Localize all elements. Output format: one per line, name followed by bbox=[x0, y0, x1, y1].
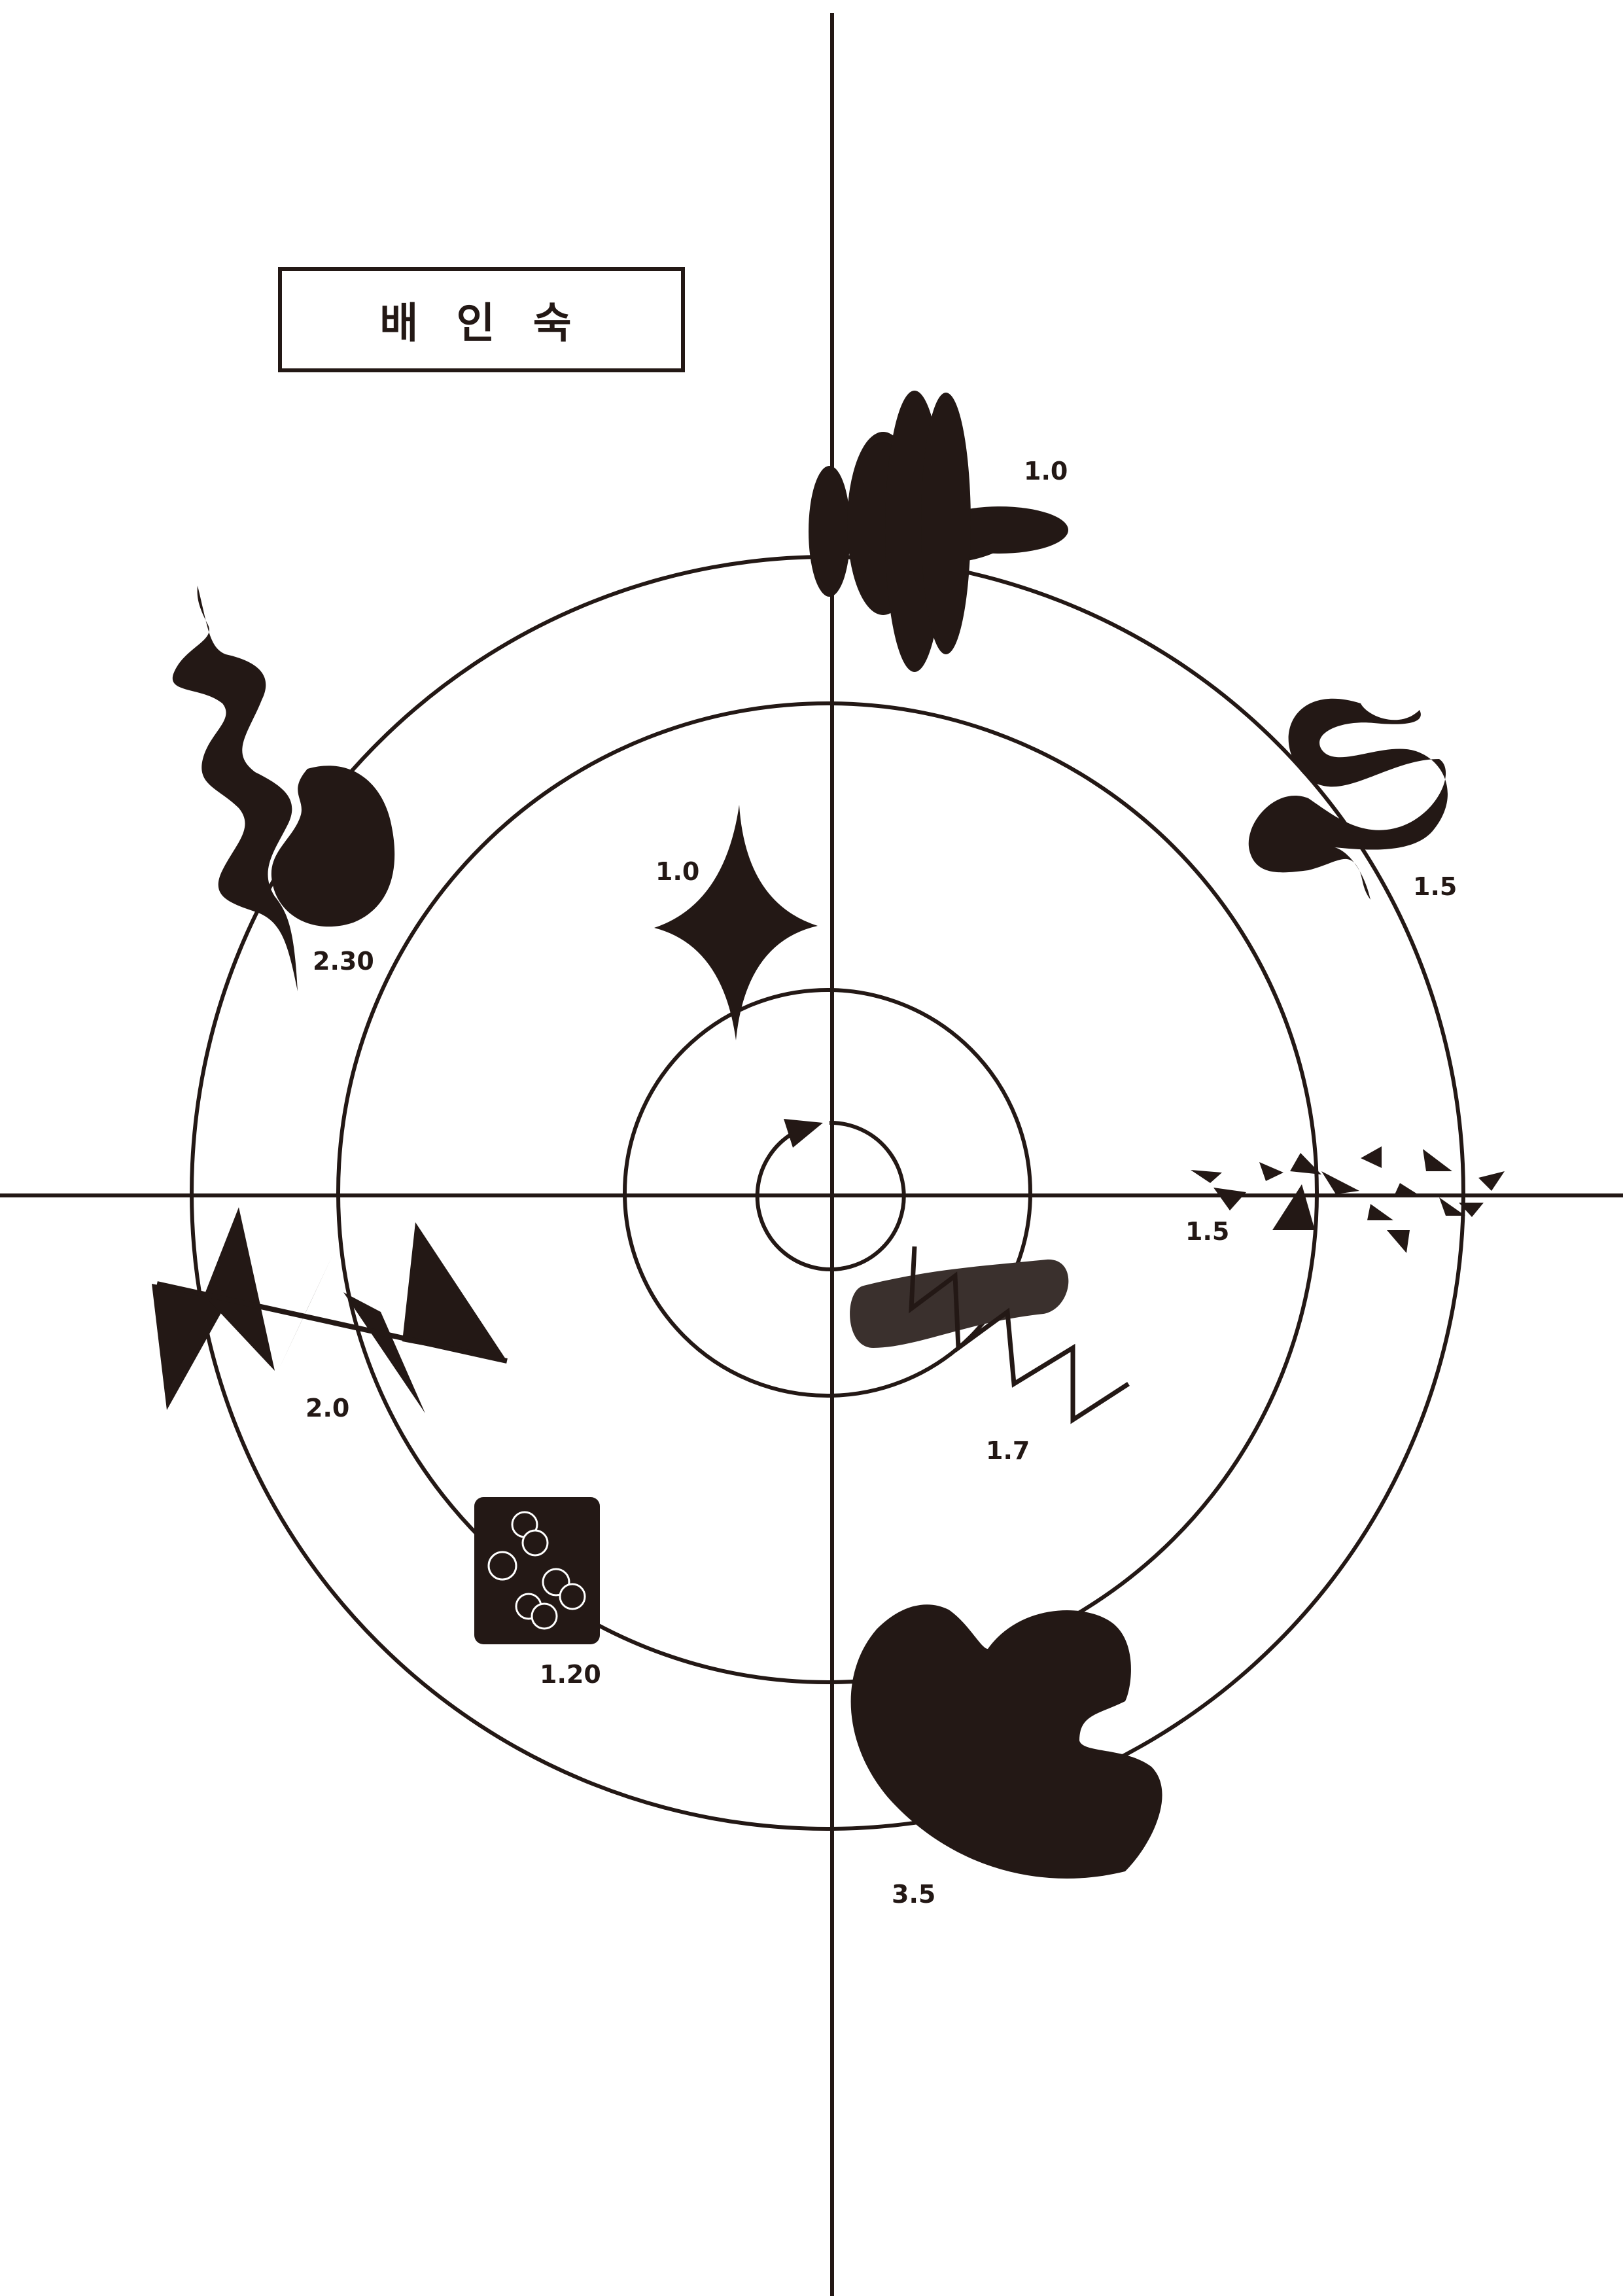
label-big-blob: 3.5 bbox=[892, 1880, 936, 1909]
arrow-head-icon bbox=[784, 1119, 823, 1148]
ring-inner-arrow bbox=[755, 1120, 906, 1271]
wave-ribbon-shape bbox=[172, 586, 298, 991]
sparkle-star-icon bbox=[654, 805, 818, 1040]
swirl-shape bbox=[1248, 698, 1448, 900]
ring-outer bbox=[190, 555, 1465, 1831]
label-sawtooth: 2.0 bbox=[305, 1394, 350, 1422]
title-box: 배 인 숙 bbox=[278, 267, 685, 372]
label-shards: 1.5 bbox=[1185, 1217, 1230, 1246]
label-wave-blob: 2.30 bbox=[313, 947, 374, 976]
ring-third bbox=[623, 988, 1032, 1398]
ring-second bbox=[336, 701, 1319, 1684]
sawtooth-line bbox=[156, 1281, 508, 1364]
zigzag-line bbox=[909, 1246, 1130, 1424]
label-sparkle: 1.0 bbox=[655, 857, 700, 886]
triangle-shards bbox=[1191, 1146, 1505, 1253]
label-swirl: 1.5 bbox=[1413, 872, 1457, 901]
label-top-cluster: 1.0 bbox=[1024, 457, 1068, 486]
label-bubbles-square: 1.20 bbox=[540, 1660, 601, 1689]
title-text: 배 인 숙 bbox=[379, 299, 584, 348]
label-zigzag-strip: 1.7 bbox=[986, 1436, 1030, 1465]
smudge-shape bbox=[850, 1259, 1069, 1348]
top-ellipse-cluster bbox=[809, 391, 1068, 672]
big-blob-shape bbox=[850, 1604, 1162, 1879]
blob-shape bbox=[271, 766, 395, 927]
sawtooth-shapes bbox=[152, 1207, 507, 1413]
bubble-circles bbox=[487, 1511, 586, 1630]
